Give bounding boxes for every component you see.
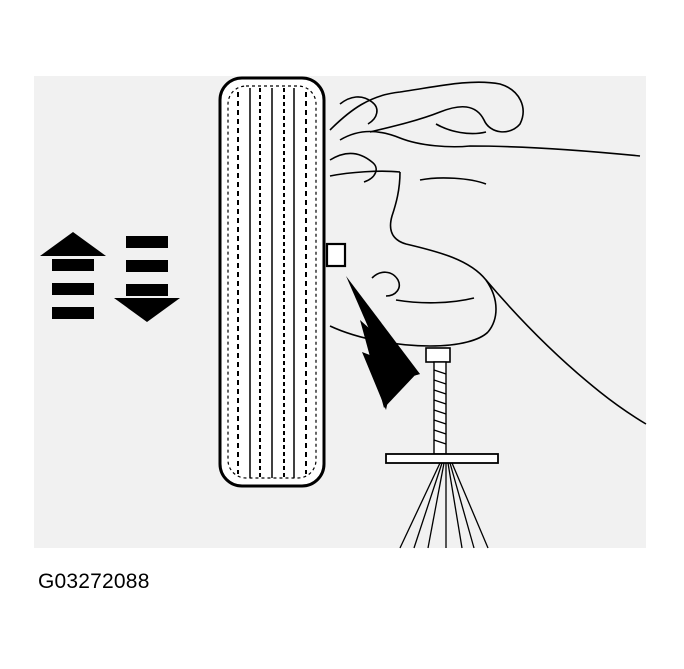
- tire-tread: [218, 76, 326, 488]
- arrow-down-icon: [114, 236, 180, 322]
- suspension-knuckle: [325, 81, 647, 425]
- figure-code: G03272088: [38, 570, 150, 593]
- jack-stand: [385, 347, 499, 549]
- arrow-up-icon: [40, 232, 106, 319]
- pointer-arrow-icon: [346, 276, 420, 410]
